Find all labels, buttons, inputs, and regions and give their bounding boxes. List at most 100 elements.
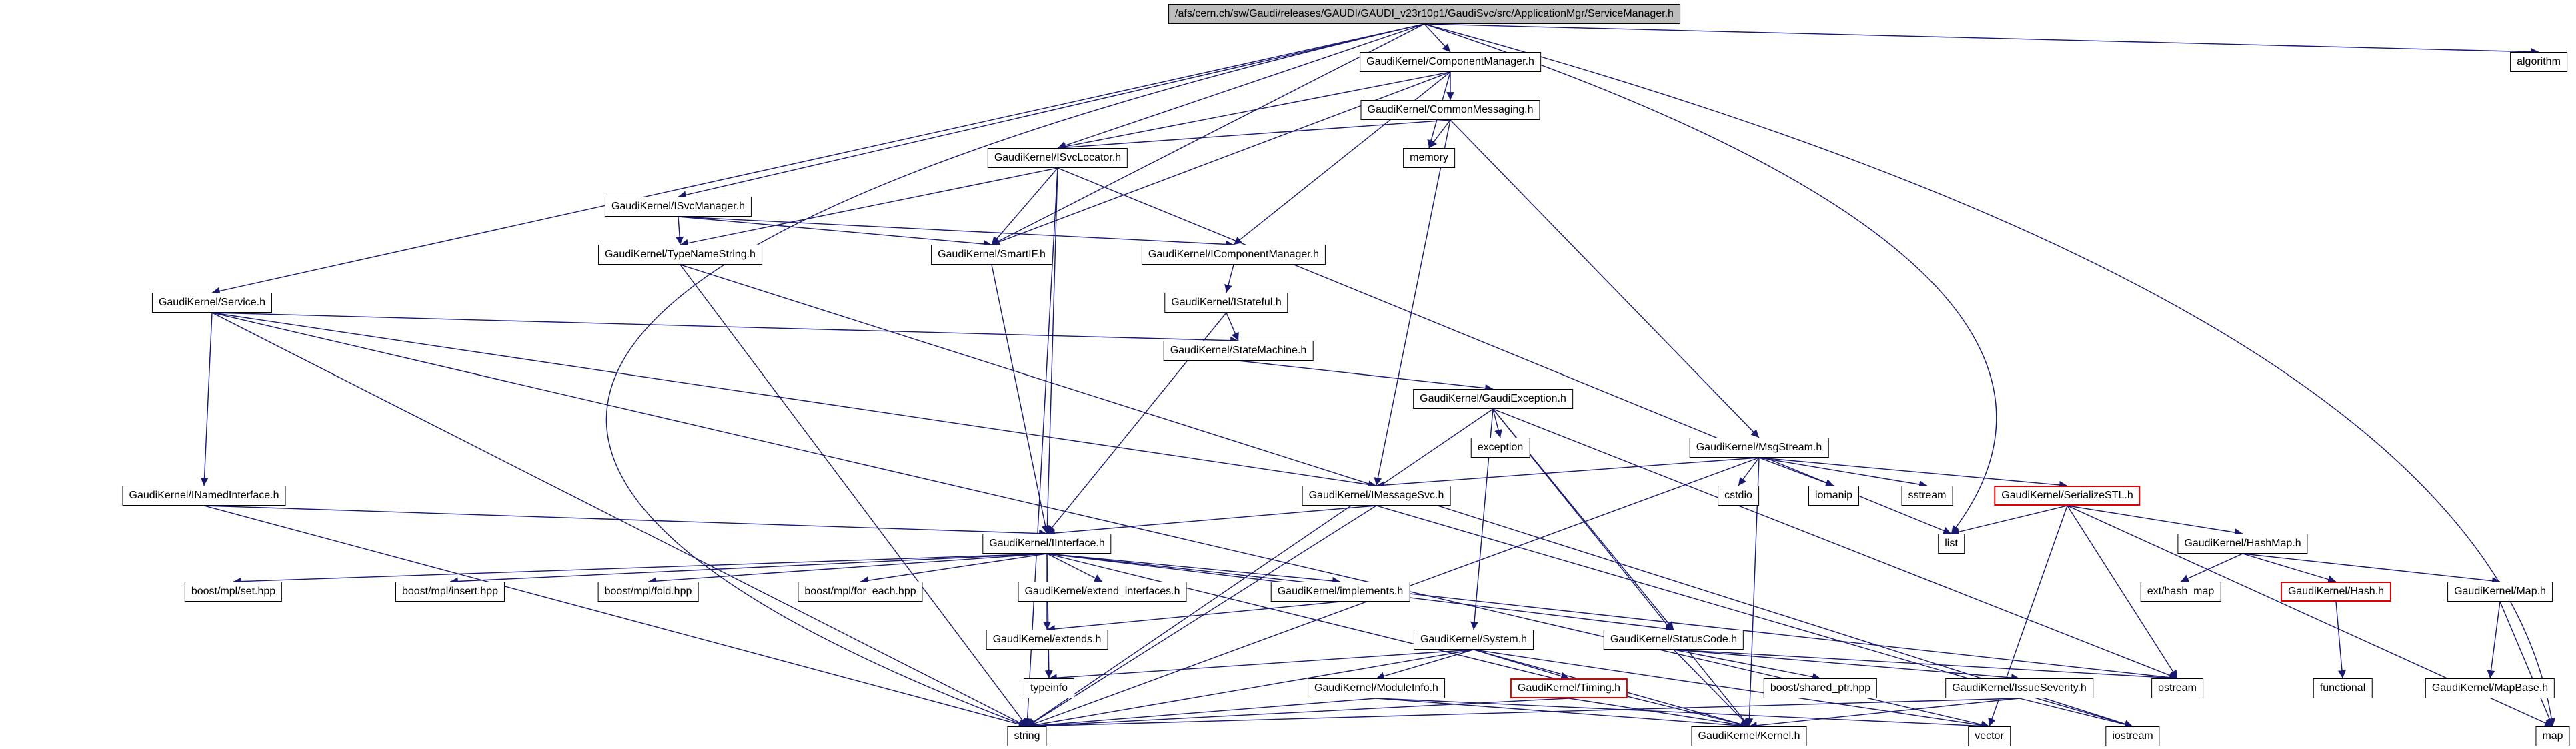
node-timing[interactable]: GaudiKernel/Timing.h [1510, 678, 1628, 698]
node-smartif[interactable]: GaudiKernel/SmartIF.h [931, 245, 1052, 265]
node-typenamestring[interactable]: GaudiKernel/TypeNameString.h [598, 245, 762, 265]
edge-issueseverity-to-iostream [2019, 698, 2133, 728]
node-memory[interactable]: memory [1403, 148, 1455, 168]
edge-commonmessaging-to-imessagesvc [1374, 119, 1451, 486]
node-imessagesvc[interactable]: GaudiKernel/IMessageSvc.h [1302, 486, 1451, 506]
edge-iinterface-to-mplset [233, 553, 1048, 586]
edge-isvclocator-to-list [1057, 167, 1952, 535]
node-mplinsert[interactable]: boost/mpl/insert.hpp [395, 582, 505, 602]
edge-isvclocator-to-typenamestring [680, 167, 1058, 247]
node-service[interactable]: GaudiKernel/Service.h [151, 293, 273, 313]
edge-mapheader-to-mapstd [2499, 601, 2553, 727]
node-gaudiexception[interactable]: GaudiKernel/GaudiException.h [1413, 389, 1573, 409]
node-exception[interactable]: exception [1470, 438, 1530, 458]
edge-iinterface-to-typeinfo [1044, 553, 1053, 679]
edge-istateful-to-statemachine [1226, 312, 1239, 341]
node-mapbase[interactable]: GaudiKernel/MapBase.h [2425, 678, 2555, 698]
edge-moduleinfo-to-kernel [1376, 698, 1750, 730]
edge-hashmap-to-exthashmap [2180, 553, 2243, 582]
edge-commonmessaging-to-msgstream [1450, 119, 1760, 438]
node-isvcmanager[interactable]: GaudiKernel/ISvcManager.h [604, 197, 752, 217]
node-commonmessaging[interactable]: GaudiKernel/CommonMessaging.h [1360, 100, 1540, 120]
node-iostream[interactable]: iostream [2105, 726, 2160, 746]
edge-iinterface-to-extendinterfaces [1046, 553, 1103, 582]
node-extendinterfaces[interactable]: GaudiKernel/extend_interfaces.h [1018, 582, 1187, 602]
edge-statuscode-to-ostream [1673, 649, 2178, 682]
node-hashmap[interactable]: GaudiKernel/HashMap.h [2177, 534, 2308, 554]
node-mplfold[interactable]: boost/mpl/fold.hpp [597, 582, 699, 602]
edge-root-to-mapstd [1424, 23, 2556, 727]
node-ostream[interactable]: ostream [2151, 678, 2203, 698]
edge-gaudiexception-to-ostream [1492, 408, 2178, 680]
edge-isvclocator-to-smartif [991, 167, 1058, 245]
edge-serializestl-to-ostream [2067, 505, 2178, 679]
node-iinterface[interactable]: GaudiKernel/IInterface.h [982, 534, 1112, 554]
node-msgstream[interactable]: GaudiKernel/MsgStream.h [1689, 438, 1829, 458]
edge-isvclocator-to-iinterface [1043, 167, 1058, 534]
node-mplforeach[interactable]: boost/mpl/for_each.hpp [798, 582, 923, 602]
edge-smartif-to-iinterface [991, 264, 1050, 534]
node-vector[interactable]: vector [1968, 726, 2011, 746]
node-mplset[interactable]: boost/mpl/set.hpp [184, 582, 283, 602]
node-mapstd[interactable]: map [2535, 726, 2570, 746]
node-sstream[interactable]: sstream [1901, 486, 1953, 506]
edge-system-to-string [1026, 649, 1474, 729]
edge-icomponentmanager-to-istateful [1224, 264, 1234, 293]
node-istateful[interactable]: GaudiKernel/IStateful.h [1164, 293, 1288, 313]
node-string[interactable]: string [1007, 726, 1047, 746]
edge-system-to-timing [1473, 649, 1570, 680]
node-extends[interactable]: GaudiKernel/extends.h [986, 630, 1108, 650]
edge-msgstream-to-iomanip [1758, 457, 1834, 487]
node-componentmanager[interactable]: GaudiKernel/ComponentManager.h [1360, 52, 1541, 72]
edge-serializestl-to-list [1951, 505, 2068, 536]
edge-service-to-inamedinterface [200, 312, 213, 486]
edge-inamedinterface-to-iinterface [203, 505, 1048, 538]
edge-statuscode-to-issueseverity [1673, 649, 2020, 682]
edge-msgstream-to-imessagesvc [1376, 457, 1760, 490]
node-hash[interactable]: GaudiKernel/Hash.h [2280, 582, 2392, 602]
node-mapheader[interactable]: GaudiKernel/Map.h [2447, 582, 2553, 602]
edge-service-to-vector [211, 312, 1990, 729]
edge-timing-to-kernel [1568, 698, 1750, 730]
node-algorithm[interactable]: algorithm [2510, 52, 2567, 72]
edge-hashmap-to-mapheader [2242, 553, 2501, 585]
node-iomanip[interactable]: iomanip [1808, 486, 1860, 506]
edge-isvcmanager-to-typenamestring [676, 216, 684, 245]
node-implements[interactable]: GaudiKernel/implements.h [1270, 582, 1410, 602]
node-kernel[interactable]: GaudiKernel/Kernel.h [1691, 726, 1807, 746]
node-issueseverity[interactable]: GaudiKernel/IssueSeverity.h [1945, 678, 2093, 698]
node-typeinfo[interactable]: typeinfo [1023, 678, 1075, 698]
edge-isvcmanager-to-icomponentmanager [678, 216, 1234, 249]
edge-root-to-algorithm [1424, 23, 2539, 56]
node-sharedptr[interactable]: boost/shared_ptr.hpp [1763, 678, 1878, 698]
node-inamedinterface[interactable]: GaudiKernel/INamedInterface.h [122, 486, 286, 506]
edge-gaudiexception-to-kernel [1492, 408, 1750, 727]
edge-statuscode-to-sharedptr [1673, 649, 1821, 681]
edge-commonmessaging-to-isvclocator [1057, 119, 1451, 152]
edge-commonmessaging-to-memory [1428, 119, 1451, 149]
node-serializestl[interactable]: GaudiKernel/SerializeSTL.h [1994, 486, 2141, 506]
node-functional[interactable]: functional [2313, 678, 2373, 698]
edge-iinterface-to-mplfold [648, 553, 1048, 586]
edge-service-to-statemachine [211, 312, 1239, 345]
node-statuscode[interactable]: GaudiKernel/StatusCode.h [1603, 630, 1744, 650]
edge-root-to-isvcmanager [678, 23, 1425, 199]
node-isvclocator[interactable]: GaudiKernel/ISvcLocator.h [987, 148, 1128, 168]
edge-moduleinfo-to-string [1026, 698, 1377, 730]
edge-imessagesvc-to-string [1026, 505, 1377, 727]
node-statemachine[interactable]: GaudiKernel/StateMachine.h [1163, 341, 1314, 361]
edge-implements-to-extends [1046, 601, 1341, 633]
edge-timing-to-string [1026, 698, 1570, 730]
edge-issueseverity-to-string [1026, 698, 2020, 730]
node-root: /afs/cern.ch/sw/Gaudi/releases/GAUDI/GAU… [1168, 4, 1680, 24]
node-system[interactable]: GaudiKernel/System.h [1413, 630, 1534, 650]
node-exthashmap[interactable]: ext/hash_map [2140, 582, 2221, 602]
edge-gaudiexception-to-string [1026, 408, 1494, 727]
node-icomponentmanager[interactable]: GaudiKernel/IComponentManager.h [1141, 245, 1326, 265]
edge-root-to-smartif [991, 23, 1425, 245]
node-moduleinfo[interactable]: GaudiKernel/ModuleInfo.h [1308, 678, 1445, 698]
node-list[interactable]: list [1938, 534, 1965, 554]
node-cstdio[interactable]: cstdio [1718, 486, 1759, 506]
